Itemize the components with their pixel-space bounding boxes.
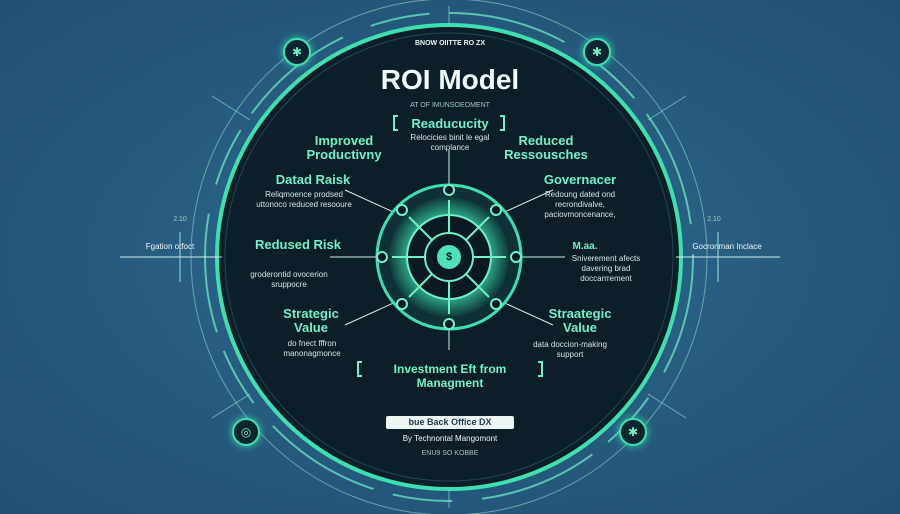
center-text: Relocicies binit le egal complance: [410, 133, 490, 152]
left-item-text: Reliqmoence prodsed uttonoco reduced res…: [256, 190, 352, 209]
subtitle: AT OF IMUNSOEOMENT: [410, 102, 490, 109]
outer-label-right: Gocronman Inclace: [692, 242, 762, 251]
left-item-heading: Improved Productivny: [306, 133, 382, 162]
inner-ring: [224, 32, 674, 482]
footnote: ENU9 SO KOBBE: [421, 450, 479, 457]
right-item-heading: Governacer: [543, 172, 617, 187]
top-tag: BNOW OIITTE RO ZX: [415, 40, 485, 47]
left-item-text: do fnect fffron manonagmonce: [283, 339, 341, 358]
circle-icon[interactable]: ◎: [232, 418, 260, 446]
gear-icon[interactable]: ✱: [583, 38, 611, 66]
byline: By Technontal Mangomont: [402, 434, 498, 443]
investment-label: Investment Eft from Managment: [393, 362, 507, 390]
right-item-heading: M.aa.: [572, 241, 598, 252]
right-item-text: Sniverement afects davering brad doccarr…: [571, 254, 641, 283]
center-label: Readucucity: [411, 116, 489, 131]
program-badge: bue Back Office DX: [386, 416, 514, 429]
dollar-icon: $: [445, 251, 453, 263]
outer-number-left: 2.10: [173, 216, 187, 223]
gear-icon[interactable]: ✱: [283, 38, 311, 66]
core-dot: [437, 245, 461, 269]
left-item-heading: Strategic Value: [283, 306, 339, 335]
outer-number-right: 2.10: [707, 216, 721, 223]
left-item-heading: Datad Raisk: [275, 172, 351, 187]
right-item-heading: Straategic Value: [548, 306, 612, 335]
page-title: ROI Model: [380, 64, 520, 95]
right-item-heading: Reduced Ressousches: [504, 133, 588, 162]
right-item-text: Redoung dated ond recrondivalve, paciovm…: [544, 190, 616, 219]
right-item-text: data doccion-making support: [533, 340, 607, 359]
left-item-heading: Redused Risk: [255, 237, 341, 252]
left-item-text: groderontid ovocerion sruppocre: [250, 270, 328, 289]
outer-label-left: Fgation otfoct: [145, 242, 195, 251]
gear-icon[interactable]: ✱: [619, 418, 647, 446]
